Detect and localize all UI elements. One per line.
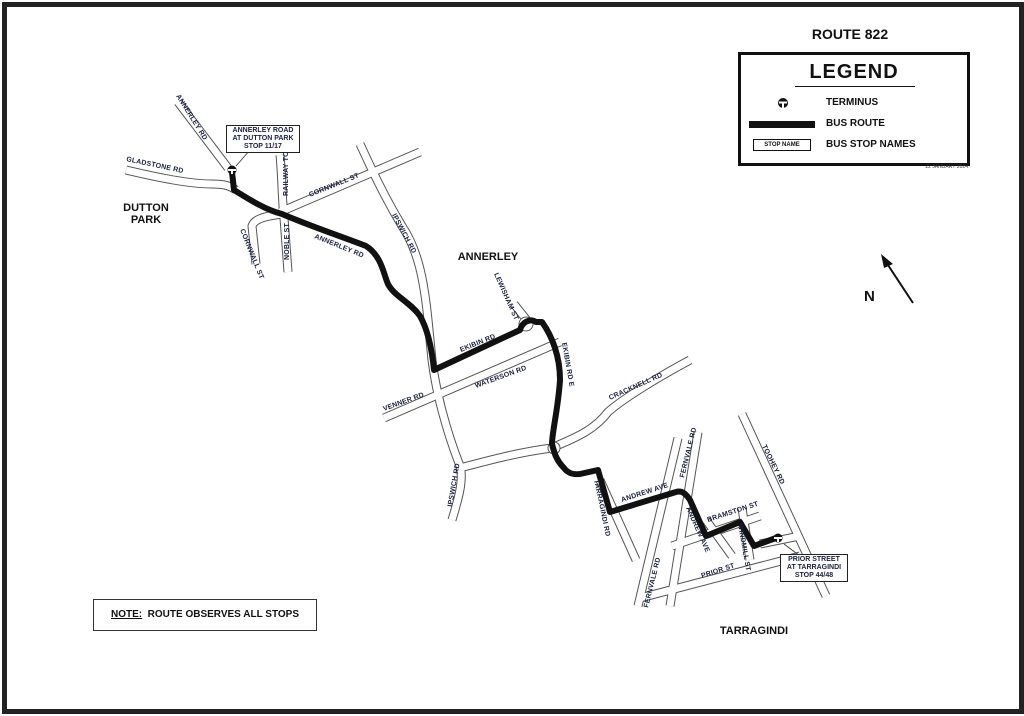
street-label: ANNERLEY RD [174,93,208,141]
suburb-label: DUTTON [123,202,169,214]
legend-item-terminus: TERMINUS [741,97,967,113]
street-label: RAILWAY TCE [283,147,290,196]
terminus-icon [227,165,237,175]
suburb-label: PARK [131,214,161,226]
legend: LEGEND TERMINUS BUS ROUTE STOP NAME BUS … [738,52,970,166]
legend-label: TERMINUS [826,97,879,108]
legend-item-stop-names: STOP NAME BUS STOP NAMES [741,139,967,155]
legend-label: BUS ROUTE [826,118,885,129]
bus-route-822 [229,171,778,549]
street-label: NOBLE ST [284,222,291,260]
terminus-icon [778,98,788,108]
note-prefix: NOTE: [111,609,143,620]
stop-name-line: AT TARRAGINDI [786,564,842,571]
street-label: LEWISHAM ST [492,272,519,322]
stop-name-line: AT DUTTON PARK [232,135,294,142]
stop-name-line: STOP 44/48 [794,572,834,579]
legend-underline [795,86,915,87]
map-date: 22 JANUARY 2024 [925,164,968,170]
suburb-label: TARRAGINDI [720,625,788,637]
north-label: N [864,288,875,305]
route-title: ROUTE 822 [811,26,889,42]
terminus-icon [773,533,783,543]
street-label: CRACKNELL RD [608,372,664,402]
stop-name-line: STOP 11/17 [244,143,282,150]
legend-item-bus-route: BUS ROUTE [741,118,967,134]
north-arrow-icon [881,254,914,304]
route-note: NOTE: ROUTE OBSERVES ALL STOPS [93,599,317,631]
stop-name-line: ANNERLEY ROAD [232,127,294,134]
note-text: ROUTE OBSERVES ALL STOPS [147,609,299,620]
suburb-label: ANNERLEY [458,251,519,263]
bus-route-line-icon [749,121,815,128]
legend-label: BUS STOP NAMES [826,139,916,150]
stop-name-line: PRIOR STREET [788,556,840,563]
stop-name-box-icon: STOP NAME [753,139,811,151]
legend-title: LEGEND [809,61,899,83]
street-label: IPSWICH RD [390,213,417,255]
